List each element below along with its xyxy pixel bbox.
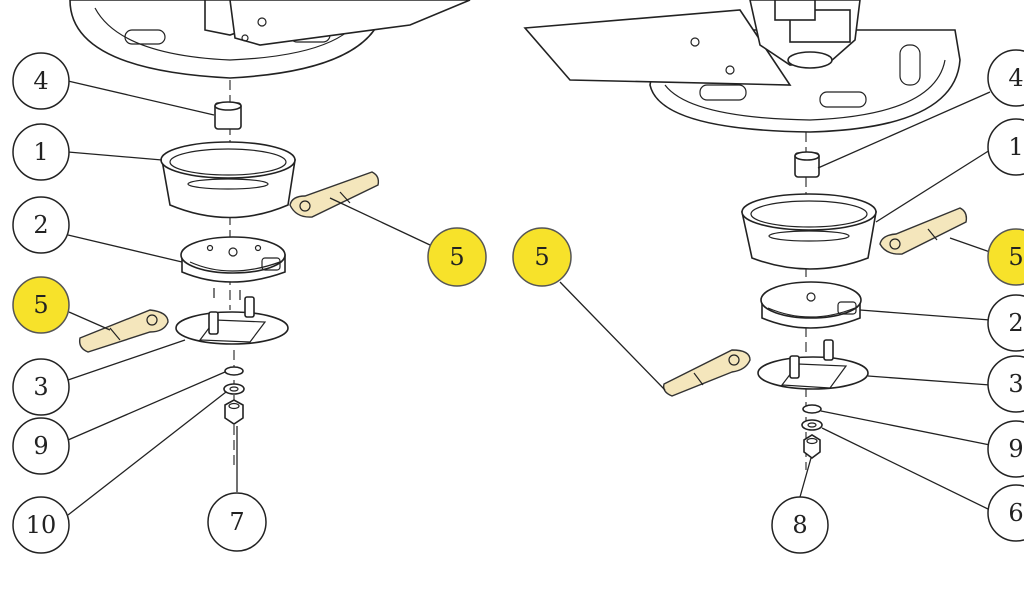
callout-label: 7 (229, 508, 244, 536)
leader-right-5b (949, 237, 991, 253)
right-part-cup (741, 193, 877, 270)
callout-circle (12, 196, 70, 254)
callout-label: 6 (1008, 499, 1023, 527)
callout-left-3: 3 (12, 358, 70, 416)
leader-right-2 (859, 309, 991, 321)
callout-left-1: 1 (12, 123, 70, 181)
left-washer-top (224, 366, 244, 376)
callout-right-9: 9 (987, 420, 1024, 478)
callout-label: 9 (33, 432, 48, 460)
leader-left-5b (329, 197, 431, 246)
right-part-bushing (794, 151, 820, 178)
left-part-plate (175, 296, 289, 345)
callout-right-4: 4 (987, 49, 1024, 107)
callout-circle (12, 52, 70, 110)
callout-circle (427, 227, 487, 287)
leader-left-10 (67, 391, 227, 516)
right-part-plate (757, 339, 869, 390)
callout-label: 8 (792, 511, 807, 539)
callout-left-9: 9 (12, 417, 70, 475)
left-washer-bottom (223, 383, 245, 395)
leader-left-5a (68, 311, 111, 331)
leader-right-6 (821, 427, 991, 511)
callout-circle (987, 355, 1024, 413)
callout-circle (12, 417, 70, 475)
leader-right-3 (867, 375, 991, 386)
callout-left-5a: 5 (12, 276, 70, 334)
callout-circle (12, 123, 70, 181)
callout-circle (987, 118, 1024, 176)
callout-label: 4 (33, 67, 48, 95)
callout-left-4: 4 (12, 52, 70, 110)
callout-right-5a: 5 (512, 227, 572, 287)
leader-left-4 (67, 80, 215, 116)
callout-label: 1 (1008, 133, 1023, 161)
leader-left-3 (67, 339, 186, 381)
callout-circle (987, 484, 1024, 542)
callout-circle (987, 228, 1024, 286)
callout-label: 4 (1008, 64, 1023, 92)
right-washer-top (802, 404, 822, 414)
callout-right-8: 8 (771, 496, 829, 554)
callout-circle (12, 496, 70, 554)
callout-right-2: 2 (987, 294, 1024, 352)
callout-left-10: 10 (12, 496, 70, 554)
callout-label: 10 (26, 511, 57, 539)
right-blade-lower (662, 349, 751, 397)
callout-label: 5 (33, 291, 48, 319)
callout-circle (207, 492, 267, 552)
left-rotor-disc (69, 0, 471, 79)
callout-circle (512, 227, 572, 287)
callout-layer: 4 1 2 5 3 9 10 7 5 5 4 1 5 2 3 9 6 8 (12, 49, 1024, 554)
callout-label: 2 (33, 211, 48, 239)
left-part-bushing (214, 101, 242, 130)
leader-right-8 (799, 457, 812, 498)
callout-label: 5 (1008, 243, 1023, 271)
callout-circle (771, 496, 829, 554)
right-blade-upper (879, 207, 968, 255)
callout-right-1: 1 (987, 118, 1024, 176)
right-assembly (523, 0, 991, 511)
callout-circle (12, 358, 70, 416)
callout-label: 3 (33, 373, 48, 401)
right-washer-bottom (801, 419, 823, 431)
left-part-blade-holder (180, 236, 286, 300)
left-blade-lower (78, 309, 169, 353)
left-nut (224, 399, 244, 425)
right-nut (803, 434, 821, 459)
callout-left-2: 2 (12, 196, 70, 254)
callout-label: 2 (1008, 309, 1023, 337)
callout-right-5b: 5 (987, 228, 1024, 286)
callout-right-3: 3 (987, 355, 1024, 413)
callout-label: 5 (534, 243, 549, 271)
callout-right-6: 6 (987, 484, 1024, 542)
callout-label: 3 (1008, 370, 1023, 398)
leader-left-1 (67, 151, 163, 161)
callout-label: 9 (1008, 435, 1023, 463)
right-rotor-disc (523, 0, 961, 133)
left-part-cup (160, 141, 296, 219)
callout-label: 1 (33, 138, 48, 166)
leader-right-5a (559, 281, 666, 391)
left-blade-upper (289, 171, 380, 218)
callout-left-5b: 5 (427, 227, 487, 287)
leader-right-1 (875, 149, 991, 223)
callout-circle (987, 420, 1024, 478)
callout-circle (987, 49, 1024, 107)
callout-label: 5 (449, 243, 464, 271)
right-part-blade-holder (760, 281, 862, 329)
callout-circle (987, 294, 1024, 352)
leader-left-2 (67, 234, 183, 263)
leader-left-9 (67, 371, 226, 441)
leader-right-9 (820, 410, 991, 446)
callout-circle (12, 276, 70, 334)
left-assembly (67, 0, 471, 516)
leader-right-4 (817, 91, 991, 169)
callout-left-7: 7 (207, 492, 267, 552)
